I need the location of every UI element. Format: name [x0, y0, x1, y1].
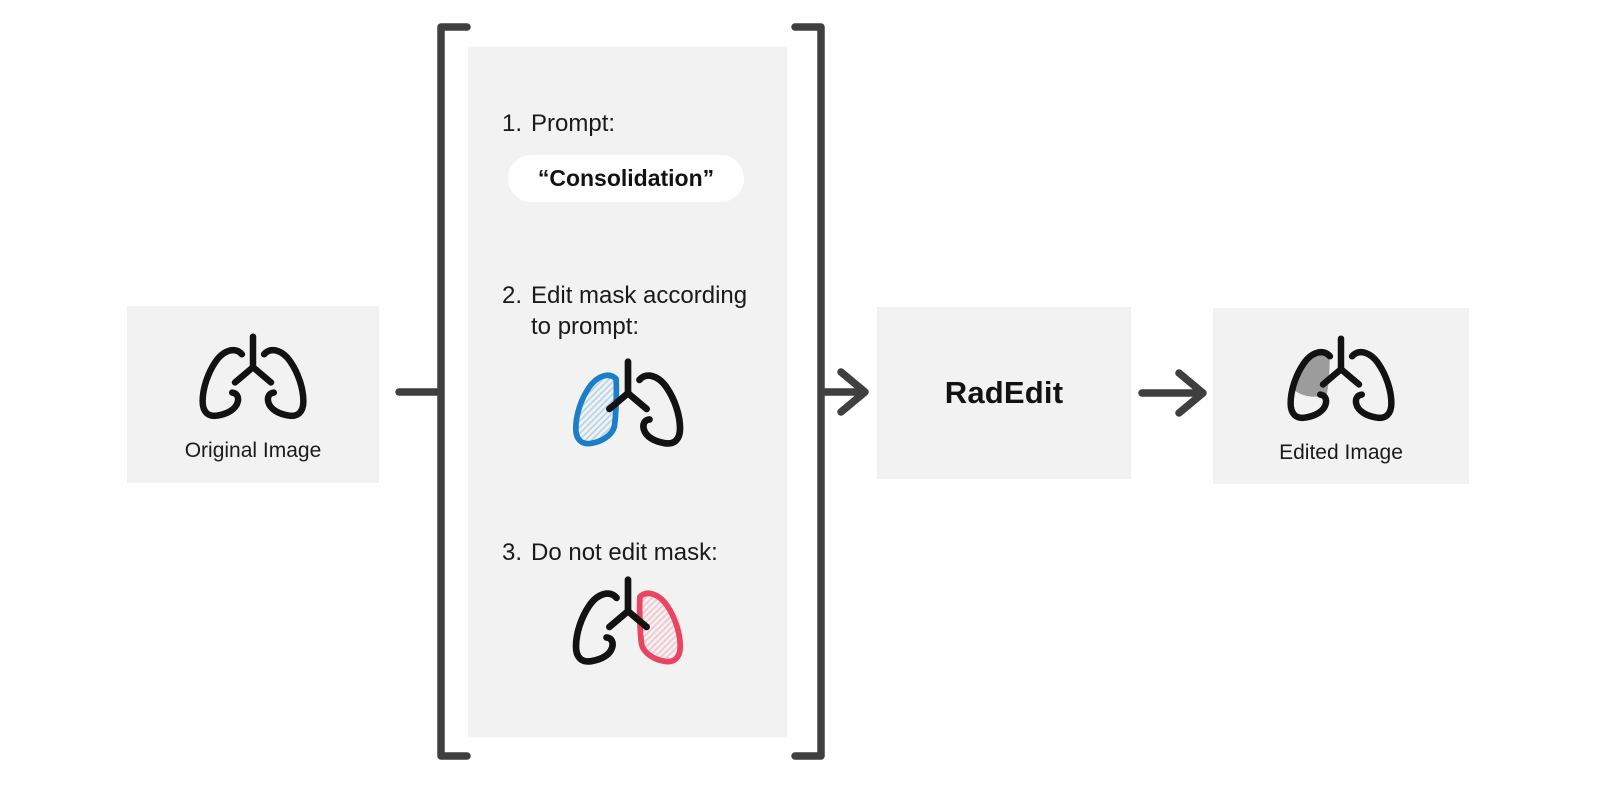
original-image-node: Original Image [127, 306, 379, 483]
step-edit-mask-label: Edit mask according to prompt: [531, 282, 748, 340]
lungs-keep-mask-icon [572, 576, 683, 665]
prompt-pill: “Consolidation” [508, 155, 744, 202]
bracket-left [437, 23, 471, 760]
edit-mask-icon-slot [565, 355, 691, 467]
edited-image-label: Edited Image [1279, 440, 1403, 464]
step-keep-mask-label: Do not edit mask: [531, 539, 718, 566]
original-image-label: Original Image [184, 439, 322, 462]
lungs-consolidation-icon [1287, 334, 1395, 421]
step-keep-mask-number: 3. [502, 539, 523, 566]
step-prompt: 1. Prompt: [502, 108, 615, 139]
radedit-label: RadEdit [944, 375, 1064, 410]
lungs-icon [199, 333, 307, 420]
edit-mask-lobe [572, 372, 619, 447]
prompt-pill-text: “Consolidation” [537, 165, 715, 191]
edited-image-node: Edited Image [1213, 308, 1469, 484]
bracket-right [791, 23, 825, 760]
step-edit-mask: 2. Edit mask according to prompt: [502, 280, 747, 342]
keep-mask-lobe [636, 590, 683, 665]
radedit-node: RadEdit [877, 307, 1131, 479]
lungs-edit-mask-icon [572, 358, 683, 447]
step-keep-mask: 3. Do not edit mask: [502, 537, 718, 568]
step-prompt-label: Prompt: [531, 110, 616, 137]
step-edit-mask-number: 2. [502, 282, 523, 309]
keep-mask-icon-slot [565, 573, 691, 685]
arrow-to-edited-icon [1138, 369, 1207, 417]
step-prompt-number: 1. [502, 110, 523, 137]
inputs-panel: 1. Prompt: “Consolidation” 2. Edit mask … [468, 47, 787, 737]
arrow-to-radedit-icon [819, 368, 869, 416]
